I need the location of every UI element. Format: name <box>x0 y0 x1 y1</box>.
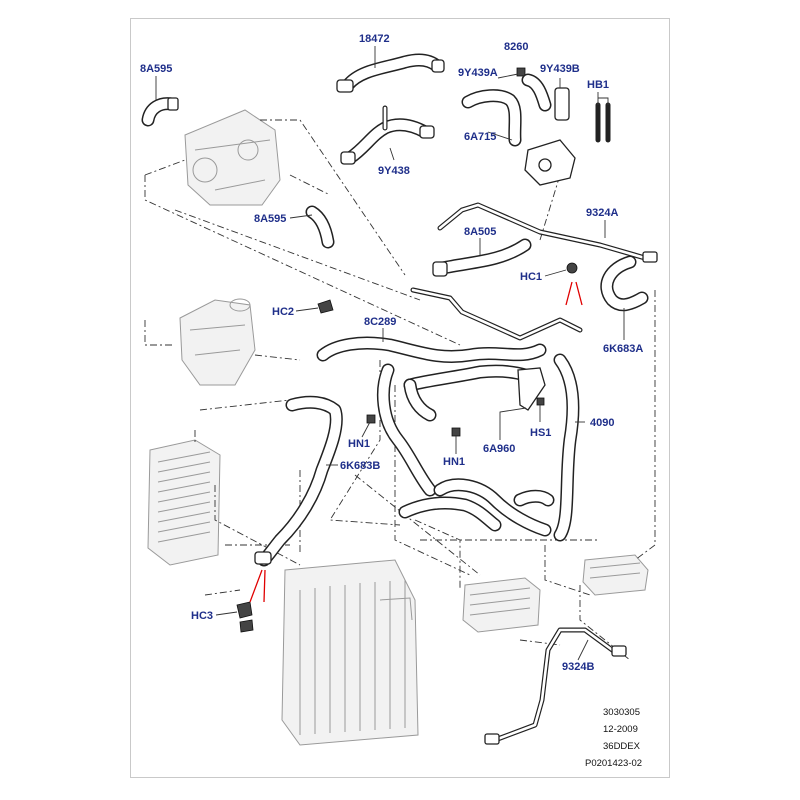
callout-6K683B: 6K683B <box>340 460 380 472</box>
callout-8A595-mid: 8A595 <box>254 213 286 225</box>
callout-6A960: 6A960 <box>483 443 515 455</box>
footer-line-1: 3030305 <box>603 707 640 718</box>
hose-assembly-8C289[interactable] <box>316 336 547 497</box>
pipe-9324A[interactable] <box>437 202 658 263</box>
callout-8C289: 8C289 <box>364 316 396 328</box>
callout-4090: 4090 <box>590 417 614 429</box>
diagram-border <box>130 18 670 778</box>
callout-HC1: HC1 <box>520 271 542 283</box>
transmission-cooler-ghost <box>462 577 541 633</box>
hose-8A505[interactable] <box>432 238 532 277</box>
hose-6K683A[interactable] <box>600 255 649 312</box>
callout-9Y439B: 9Y439B <box>540 63 580 75</box>
hose-4090[interactable] <box>398 353 580 542</box>
callout-HN1-left: HN1 <box>348 438 370 450</box>
radiator-ghost <box>281 559 419 746</box>
hose-9Y438[interactable] <box>340 105 435 165</box>
callout-8A595-top: 8A595 <box>140 63 172 75</box>
callout-HB1: HB1 <box>587 79 609 91</box>
footer-line-4: P0201423-02 <box>585 758 642 769</box>
part-callouts: 18472 8260 8A595 9Y439A 9Y439B HB1 6A715… <box>140 33 643 673</box>
callout-6A715: 6A715 <box>464 131 496 143</box>
fuel-cooler-ghost <box>582 554 649 596</box>
callout-9324A: 9324A <box>586 207 618 219</box>
callout-9324B: 9324B <box>562 661 594 673</box>
hose-18472[interactable] <box>336 53 445 93</box>
elbow-8A595-mid[interactable] <box>305 205 335 249</box>
oil-cooler-ghost <box>147 439 221 566</box>
footer-line-3: 36DDEX <box>603 741 641 752</box>
nut-HN1-center[interactable] <box>451 427 461 437</box>
stud-HS1[interactable] <box>536 397 545 406</box>
expansion-tank-ghost <box>179 298 256 386</box>
callout-HS1: HS1 <box>530 427 551 439</box>
footer-line-2: 12-2009 <box>603 724 638 735</box>
hose-9Y439B[interactable] <box>521 73 552 112</box>
nut-HN1-left[interactable] <box>366 414 376 424</box>
red-highlight-leaders <box>249 281 583 603</box>
callout-HC3: HC3 <box>191 610 213 622</box>
hose-6K683B[interactable] <box>254 395 343 567</box>
callout-18472: 18472 <box>359 33 390 45</box>
footer-reference: 3030305 12-2009 36DDEX P0201423-02 <box>585 707 642 769</box>
pipe-9324B[interactable] <box>484 627 627 745</box>
engine-block-ghost <box>184 109 281 206</box>
clip-HC2[interactable] <box>317 299 334 314</box>
bleed-screw-HB1[interactable] <box>595 102 611 143</box>
clip-HC3[interactable] <box>236 601 254 633</box>
clip-HC1[interactable] <box>566 262 578 274</box>
thermostat-housing-6A715[interactable] <box>524 87 576 186</box>
callout-leaders <box>155 46 625 661</box>
callout-8260: 8260 <box>504 41 528 53</box>
elbow-8A595-top[interactable] <box>141 97 179 127</box>
callout-HN1-center: HN1 <box>443 456 465 468</box>
callout-8A505: 8A505 <box>464 226 496 238</box>
small-pipe-center[interactable] <box>410 287 583 341</box>
callout-9Y438: 9Y438 <box>378 165 410 177</box>
callout-6K683A: 6K683A <box>603 343 643 355</box>
callout-9Y439A: 9Y439A <box>458 67 498 79</box>
bracket-6A960[interactable] <box>517 367 546 411</box>
callout-HC2: HC2 <box>272 306 294 318</box>
hose-9Y439A[interactable] <box>461 67 526 147</box>
